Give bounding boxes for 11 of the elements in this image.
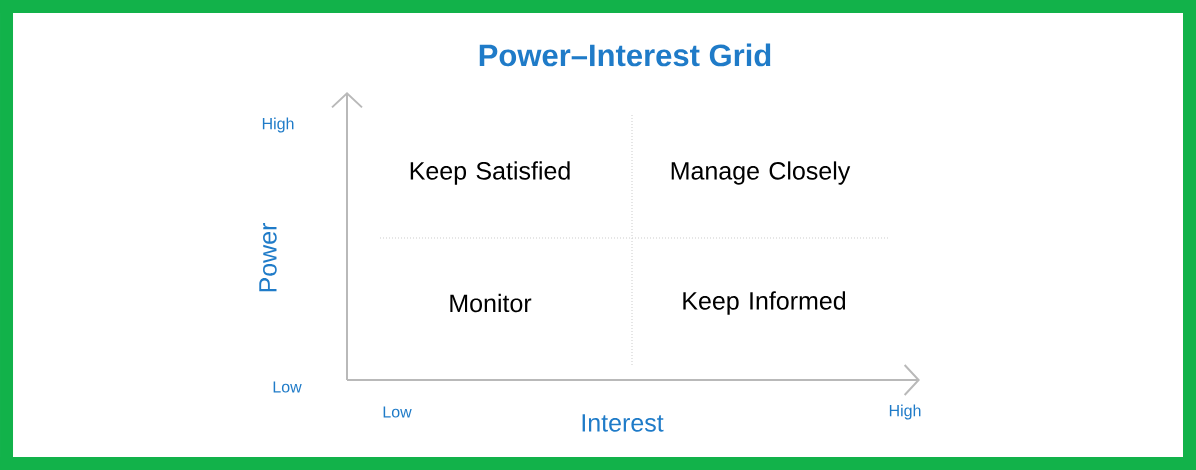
axis-tick-label: Low [273, 381, 302, 393]
axis-tick-label: Low [383, 406, 412, 418]
quadrant-label: Monitor [450, 293, 532, 313]
axis-title: Power [259, 223, 277, 292]
quadrant-label: Keep Informed [683, 291, 846, 315]
axis-tick-label: High [262, 117, 294, 133]
axis-title: Interest [582, 414, 664, 432]
axis-tick-label: High [889, 404, 921, 420]
quadrant-label: Keep Satisfied [410, 161, 570, 185]
quadrant-label: Manage Closely [671, 161, 851, 185]
title: Power–Interest Grid [479, 43, 771, 67]
